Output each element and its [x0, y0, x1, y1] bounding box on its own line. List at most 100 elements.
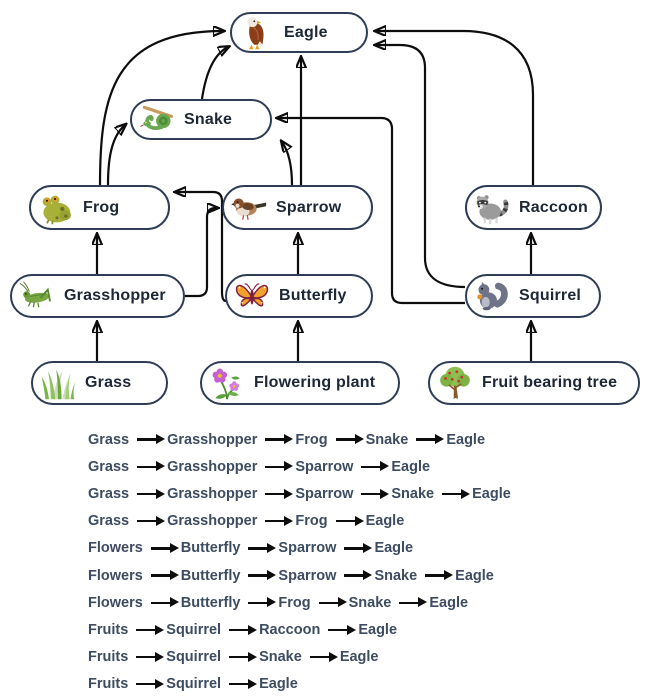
chain-step: Sparrow	[278, 567, 337, 584]
right-arrow-icon	[136, 623, 165, 636]
right-arrow-icon	[248, 542, 277, 555]
edge-squirrel-to-eagle	[376, 45, 466, 289]
chain-step: Grasshopper	[167, 513, 258, 530]
node-label-raccoon: Raccoon	[519, 198, 588, 216]
node-butterfly: Butterfly	[225, 274, 373, 318]
node-label-snake: Snake	[184, 110, 233, 128]
right-arrow-icon	[137, 487, 166, 500]
chain-step: Snake	[259, 649, 302, 666]
chain-step: Grass	[88, 458, 130, 475]
right-arrow-icon	[150, 569, 179, 582]
chain-step: Eagle	[358, 621, 398, 638]
node-eagle: Eagle	[230, 12, 368, 53]
chain-step: Flowers	[88, 567, 143, 584]
edge-sparrow-to-snake	[282, 142, 294, 186]
node-label-squirrel: Squirrel	[519, 287, 582, 304]
frog-icon	[38, 190, 74, 226]
grasshopper-icon	[19, 278, 55, 314]
chain-step: Squirrel	[166, 649, 222, 666]
right-arrow-icon	[248, 596, 277, 609]
fruit-tree-icon	[437, 365, 473, 401]
right-arrow-icon	[309, 650, 338, 663]
right-arrow-icon	[399, 596, 428, 609]
right-arrow-icon	[344, 542, 373, 555]
right-arrow-icon	[137, 514, 166, 527]
right-arrow-icon	[229, 678, 258, 691]
chain-step: Butterfly	[180, 567, 241, 584]
chain-step: Butterfly	[180, 594, 241, 611]
right-arrow-icon	[136, 650, 165, 663]
chain-step: Snake	[365, 431, 409, 448]
right-arrow-icon	[265, 487, 294, 500]
food-web-edges	[0, 0, 650, 361]
node-grass: Grass	[31, 361, 168, 405]
node-squirrel: Squirrel	[465, 274, 601, 318]
edge-raccoon-to-eagle	[376, 31, 535, 185]
right-arrow-icon	[425, 569, 454, 582]
right-arrow-icon	[361, 487, 390, 500]
chain-step: Sparrow	[295, 485, 354, 502]
chain-step: Butterfly	[180, 540, 241, 557]
chain-step: Grass	[88, 513, 130, 530]
chain-step: Flowers	[88, 594, 143, 611]
node-label-butterfly: Butterfly	[279, 287, 347, 304]
right-arrow-icon	[150, 542, 179, 555]
chain-step: Eagle	[365, 513, 405, 530]
right-arrow-icon	[248, 569, 277, 582]
food-chain-row: Fruits Squirrel Snake Eagle	[88, 644, 511, 671]
right-arrow-icon	[229, 650, 258, 663]
right-arrow-icon	[265, 433, 294, 446]
right-arrow-icon	[344, 569, 373, 582]
chain-step: Eagle	[472, 485, 511, 502]
chain-step: Grasshopper	[167, 485, 258, 502]
flower-icon	[209, 365, 245, 401]
right-arrow-icon	[265, 514, 294, 527]
chain-step: Flowers	[88, 540, 143, 557]
node-snake: Snake	[130, 99, 272, 140]
right-arrow-icon	[416, 433, 445, 446]
edge-butterfly-to-frog	[176, 192, 227, 303]
edge-grasshopper-to-sparrow	[185, 208, 217, 298]
chain-step: Eagle	[446, 431, 486, 448]
node-grasshopper: Grasshopper	[10, 274, 185, 318]
chain-step: Fruits	[88, 649, 129, 666]
chain-step: Fruits	[88, 676, 129, 693]
node-label-frog: Frog	[83, 198, 120, 216]
edge-frog-to-snake	[106, 125, 125, 186]
snake-icon	[139, 102, 175, 138]
right-arrow-icon	[335, 514, 364, 527]
chain-step: Eagle	[259, 676, 298, 693]
right-arrow-icon	[265, 460, 294, 473]
edge-frog-to-eagle	[98, 31, 223, 186]
chain-step: Frog	[278, 594, 311, 611]
food-chain-row: Fruits Squirrel Eagle	[88, 671, 511, 698]
chain-step: Sparrow	[278, 540, 337, 557]
chain-step: Frog	[295, 513, 328, 530]
chain-step: Grass	[88, 485, 130, 502]
right-arrow-icon	[137, 460, 166, 473]
node-label-eagle: Eagle	[284, 23, 328, 41]
chain-step: Grass	[88, 431, 130, 448]
butterfly-icon	[234, 278, 270, 314]
right-arrow-icon	[150, 596, 179, 609]
node-raccoon: Raccoon	[465, 185, 602, 230]
right-arrow-icon	[136, 678, 165, 691]
food-web-diagram: Eagle Snake	[0, 0, 650, 405]
chain-step: Fruits	[88, 621, 129, 638]
chain-step: Eagle	[339, 649, 379, 666]
chain-step: Squirrel	[166, 621, 222, 638]
node-frog: Frog	[29, 185, 170, 230]
node-fruit-bearing-tree: Fruit bearing tree	[428, 361, 640, 405]
edge-snake-to-eagle	[200, 47, 228, 100]
node-sparrow: Sparrow	[222, 185, 373, 230]
node-label-sparrow: Sparrow	[276, 198, 342, 216]
edge-squirrel-to-snake	[278, 118, 465, 305]
chain-step: Squirrel	[166, 676, 222, 693]
grass-icon	[40, 365, 76, 401]
